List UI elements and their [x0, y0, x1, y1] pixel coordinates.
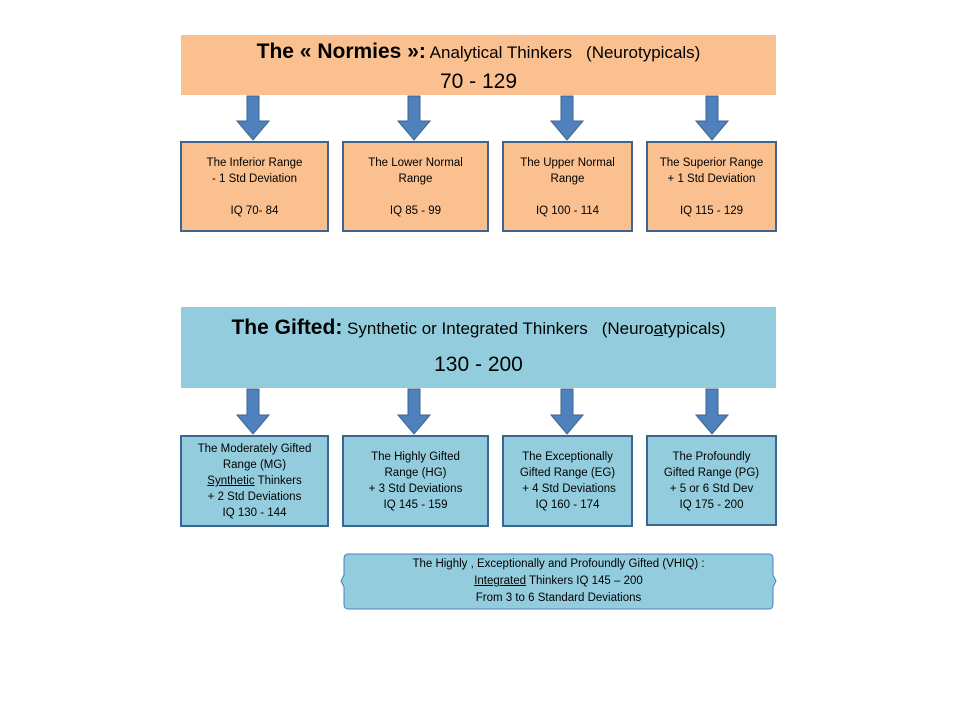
box-iq: IQ 85 - 99 [389, 204, 442, 217]
gifted-range: 130 - 200 [434, 353, 523, 376]
arrow-down-icon [550, 388, 584, 435]
box-iq: IQ 70- 84 [230, 204, 279, 217]
box-iq: IQ 160 - 174 [535, 499, 600, 511]
inferior-range-box: The Inferior Range - 1 Std Deviation IQ … [180, 141, 329, 232]
vhiq-callout: The Highly , Exceptionally and Profoundl… [340, 553, 777, 610]
normies-header: The « Normies »: Analytical Thinkers (Neu… [181, 35, 776, 95]
box-line-rest: Thinkers [254, 475, 302, 487]
box-line: + 5 or 6 Std Dev [669, 482, 754, 495]
box-line: The Moderately Gifted [197, 443, 312, 455]
box-line: Gifted Range (PG) [663, 466, 760, 479]
box-line: The Upper Normal [520, 156, 615, 169]
arrow-down-icon [397, 95, 431, 141]
gifted-title-bold: The Gifted [231, 316, 336, 339]
synthetic-underlined: Synthetic [207, 475, 255, 487]
box-line: + 2 Std Deviations [207, 491, 302, 503]
vhiq-line2-rest: Thinkers IQ 145 – 200 [526, 575, 643, 587]
upper-normal-range-box: The Upper Normal Range IQ 100 - 114 [502, 141, 633, 232]
highly-gifted-box: The Highly Gifted Range (HG) + 3 Std Dev… [342, 435, 489, 527]
arrow-down-icon [695, 95, 729, 141]
exceptionally-gifted-box: The Exceptionally Gifted Range (EG) + 4 … [502, 435, 633, 527]
gifted-title-colon: : [335, 316, 343, 339]
box-line: Synthetic Thinkers [182, 473, 327, 489]
vhiq-line1: The Highly , Exceptionally and Profoundl… [412, 558, 705, 570]
moderately-gifted-box: The Moderately Gifted Range (MG) Synthet… [180, 435, 329, 527]
box-line: Range (HG) [384, 467, 447, 479]
box-iq: IQ 115 - 129 [679, 204, 744, 217]
gifted-title-rest: Synthetic or Integrated Thinkers [342, 319, 588, 338]
paren-open: (Neuro [601, 319, 654, 338]
box-line: + 4 Std Deviations [519, 483, 616, 495]
paren-close: typicals) [663, 319, 726, 338]
box-line: The Superior Range [659, 156, 764, 169]
normies-title-rest: Analytical Thinkers [425, 43, 573, 62]
arrow-down-icon [236, 95, 270, 141]
box-line: The Exceptionally [522, 451, 613, 463]
box-line: Range (MG) [222, 459, 287, 471]
box-line: The Profoundly [672, 450, 751, 463]
box-line: The Inferior Range [206, 156, 303, 169]
gifted-header: The Gifted: Synthetic or Integrated Thin… [181, 307, 776, 388]
box-line: Range [550, 172, 585, 185]
box-iq: IQ 130 - 144 [222, 507, 287, 519]
normies-title-colon: : [418, 40, 426, 63]
arrow-down-icon [695, 388, 729, 435]
box-line: Range [398, 172, 433, 185]
box-line: + 1 Std Deviation [667, 172, 756, 185]
callout-shape [340, 553, 777, 610]
gifted-title: The Gifted: Synthetic or Integrated Thin… [181, 307, 776, 340]
lower-normal-range-box: The Lower Normal Range IQ 85 - 99 [342, 141, 489, 232]
integrated-underlined: Integrated [474, 575, 526, 587]
normies-title-bold: The « Normies » [256, 40, 419, 63]
superior-range-box: The Superior Range + 1 Std Deviation IQ … [646, 141, 777, 232]
box-iq: IQ 175 - 200 [679, 498, 744, 511]
paren-underlined: a [653, 319, 664, 338]
box-line: + 3 Std Deviations [368, 483, 463, 495]
normies-range: 70 - 129 [439, 70, 518, 93]
box-iq: IQ 100 - 114 [535, 204, 600, 217]
box-line: The Lower Normal [368, 156, 463, 169]
vhiq-line2: Integrated Thinkers IQ 145 – 200 [344, 573, 773, 590]
box-line: Gifted Range (EG) [519, 467, 616, 479]
profoundly-gifted-box: The Profoundly Gifted Range (PG) + 5 or … [646, 435, 777, 526]
normies-title-paren: (Neurotypicals) [586, 43, 701, 62]
arrow-down-icon [397, 388, 431, 435]
arrow-down-icon [236, 388, 270, 435]
box-line: - 1 Std Deviation [211, 172, 297, 185]
box-iq: IQ 145 - 159 [383, 499, 448, 511]
normies-title: The « Normies »: Analytical Thinkers (Neu… [181, 35, 776, 64]
vhiq-line3: From 3 to 6 Standard Deviations [475, 592, 642, 604]
gifted-title-paren: (Neuroatypicals) [602, 319, 726, 338]
box-line: The Highly Gifted [371, 451, 460, 463]
arrow-down-icon [550, 95, 584, 141]
